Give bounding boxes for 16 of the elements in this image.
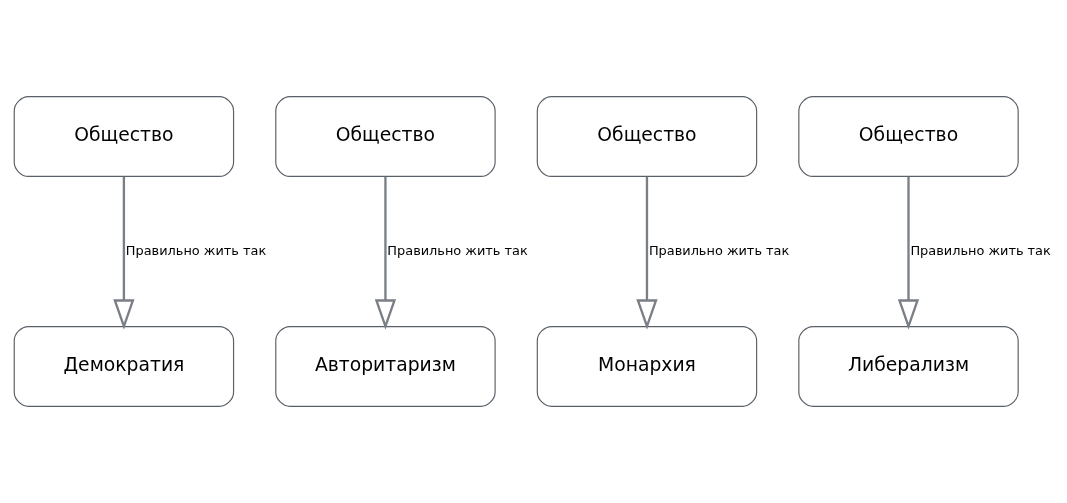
- edge-label: Правильно жить так: [910, 242, 1051, 258]
- edge-label: Правильно жить так: [125, 242, 267, 258]
- node-box: Авторитаризм: [275, 325, 496, 407]
- node-box: Общество: [536, 96, 758, 178]
- node-box: Демократия: [13, 325, 235, 407]
- arrow: [897, 176, 920, 330]
- node-box: Либерализм: [798, 325, 1019, 407]
- edge-label: Правильно жить так: [387, 242, 528, 258]
- node-box: Монархия: [536, 325, 758, 407]
- arrow: [636, 176, 658, 330]
- arrow: [374, 176, 397, 330]
- node-box: Общество: [275, 96, 496, 178]
- edge-label: Правильно жить так: [648, 242, 790, 258]
- arrow: [113, 176, 135, 330]
- node-box: Общество: [798, 96, 1019, 178]
- node-box: Общество: [13, 96, 235, 178]
